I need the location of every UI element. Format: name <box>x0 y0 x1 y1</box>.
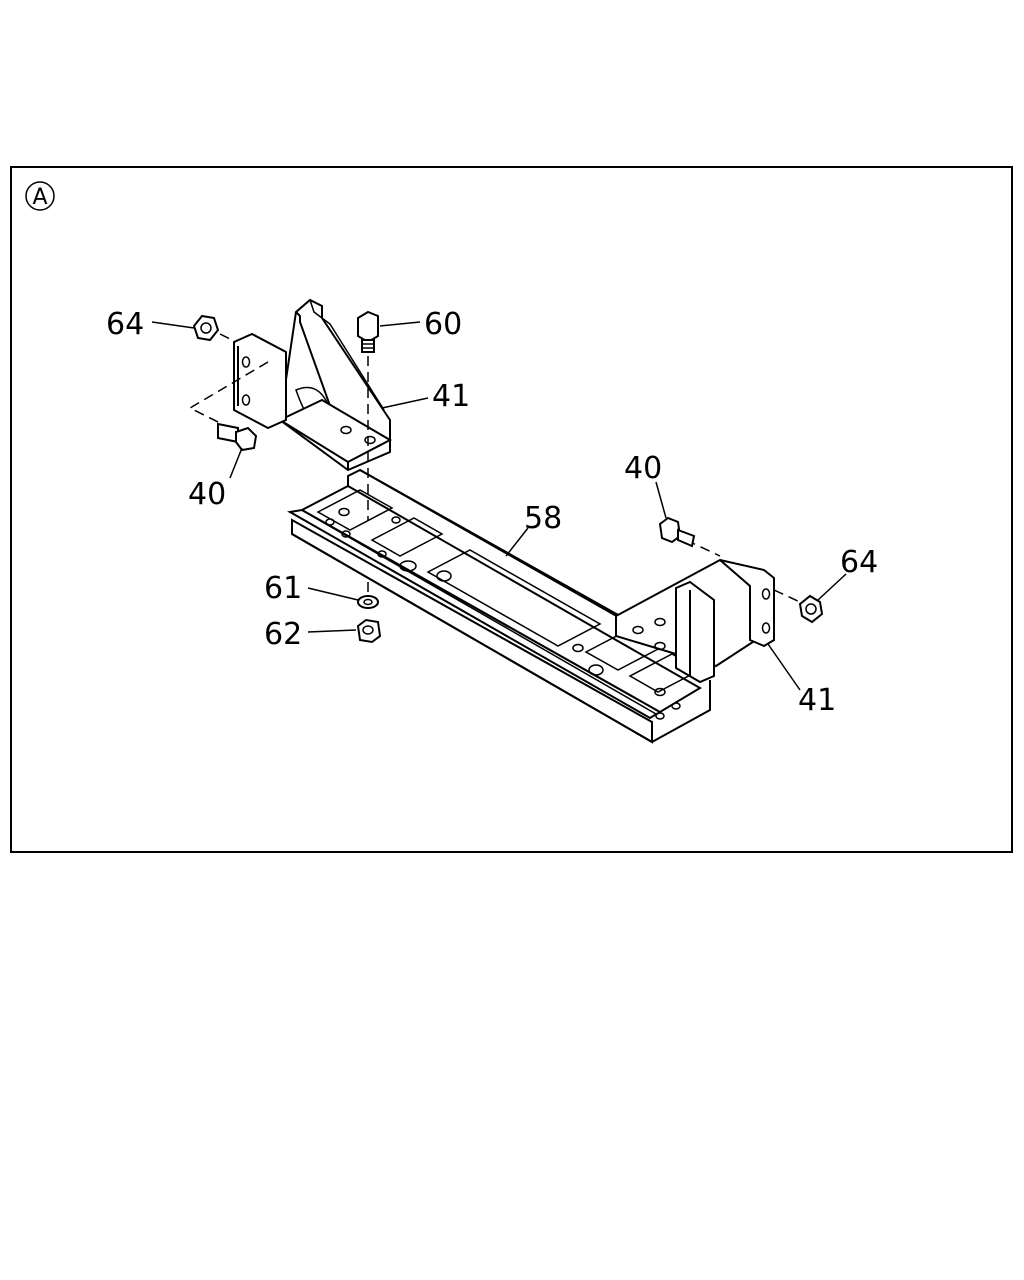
callout-61: 61 <box>264 571 302 606</box>
callout-60: 60 <box>424 307 462 342</box>
callout-41-left: 41 <box>432 379 470 414</box>
leader-lines <box>151 321 847 691</box>
view-marker: A <box>25 181 55 211</box>
diagram-frame <box>10 166 1013 853</box>
view-marker-label: A <box>32 185 47 210</box>
callout-58: 58 <box>524 501 562 536</box>
part-41-left-bracket <box>188 298 393 472</box>
part-64-nut-left <box>192 314 237 343</box>
part-40-bolt-right <box>658 516 696 548</box>
part-60-bolt <box>357 310 379 520</box>
part-58-rail <box>287 468 711 744</box>
callout-labels: 64 60 41 40 58 40 64 61 62 41 <box>106 307 878 718</box>
callout-64-right: 64 <box>840 545 878 580</box>
part-62-nut <box>356 618 382 644</box>
part-40-bolt-left <box>217 422 258 452</box>
callout-40-right: 40 <box>624 451 662 486</box>
callout-41-right: 41 <box>798 683 836 718</box>
callout-64-left: 64 <box>106 307 144 342</box>
callout-62: 62 <box>264 617 302 652</box>
callout-40-left: 40 <box>188 477 226 512</box>
part-61-washer <box>357 582 379 609</box>
part-64-nut-right <box>798 594 824 624</box>
part-41-right-bracket <box>615 539 801 684</box>
